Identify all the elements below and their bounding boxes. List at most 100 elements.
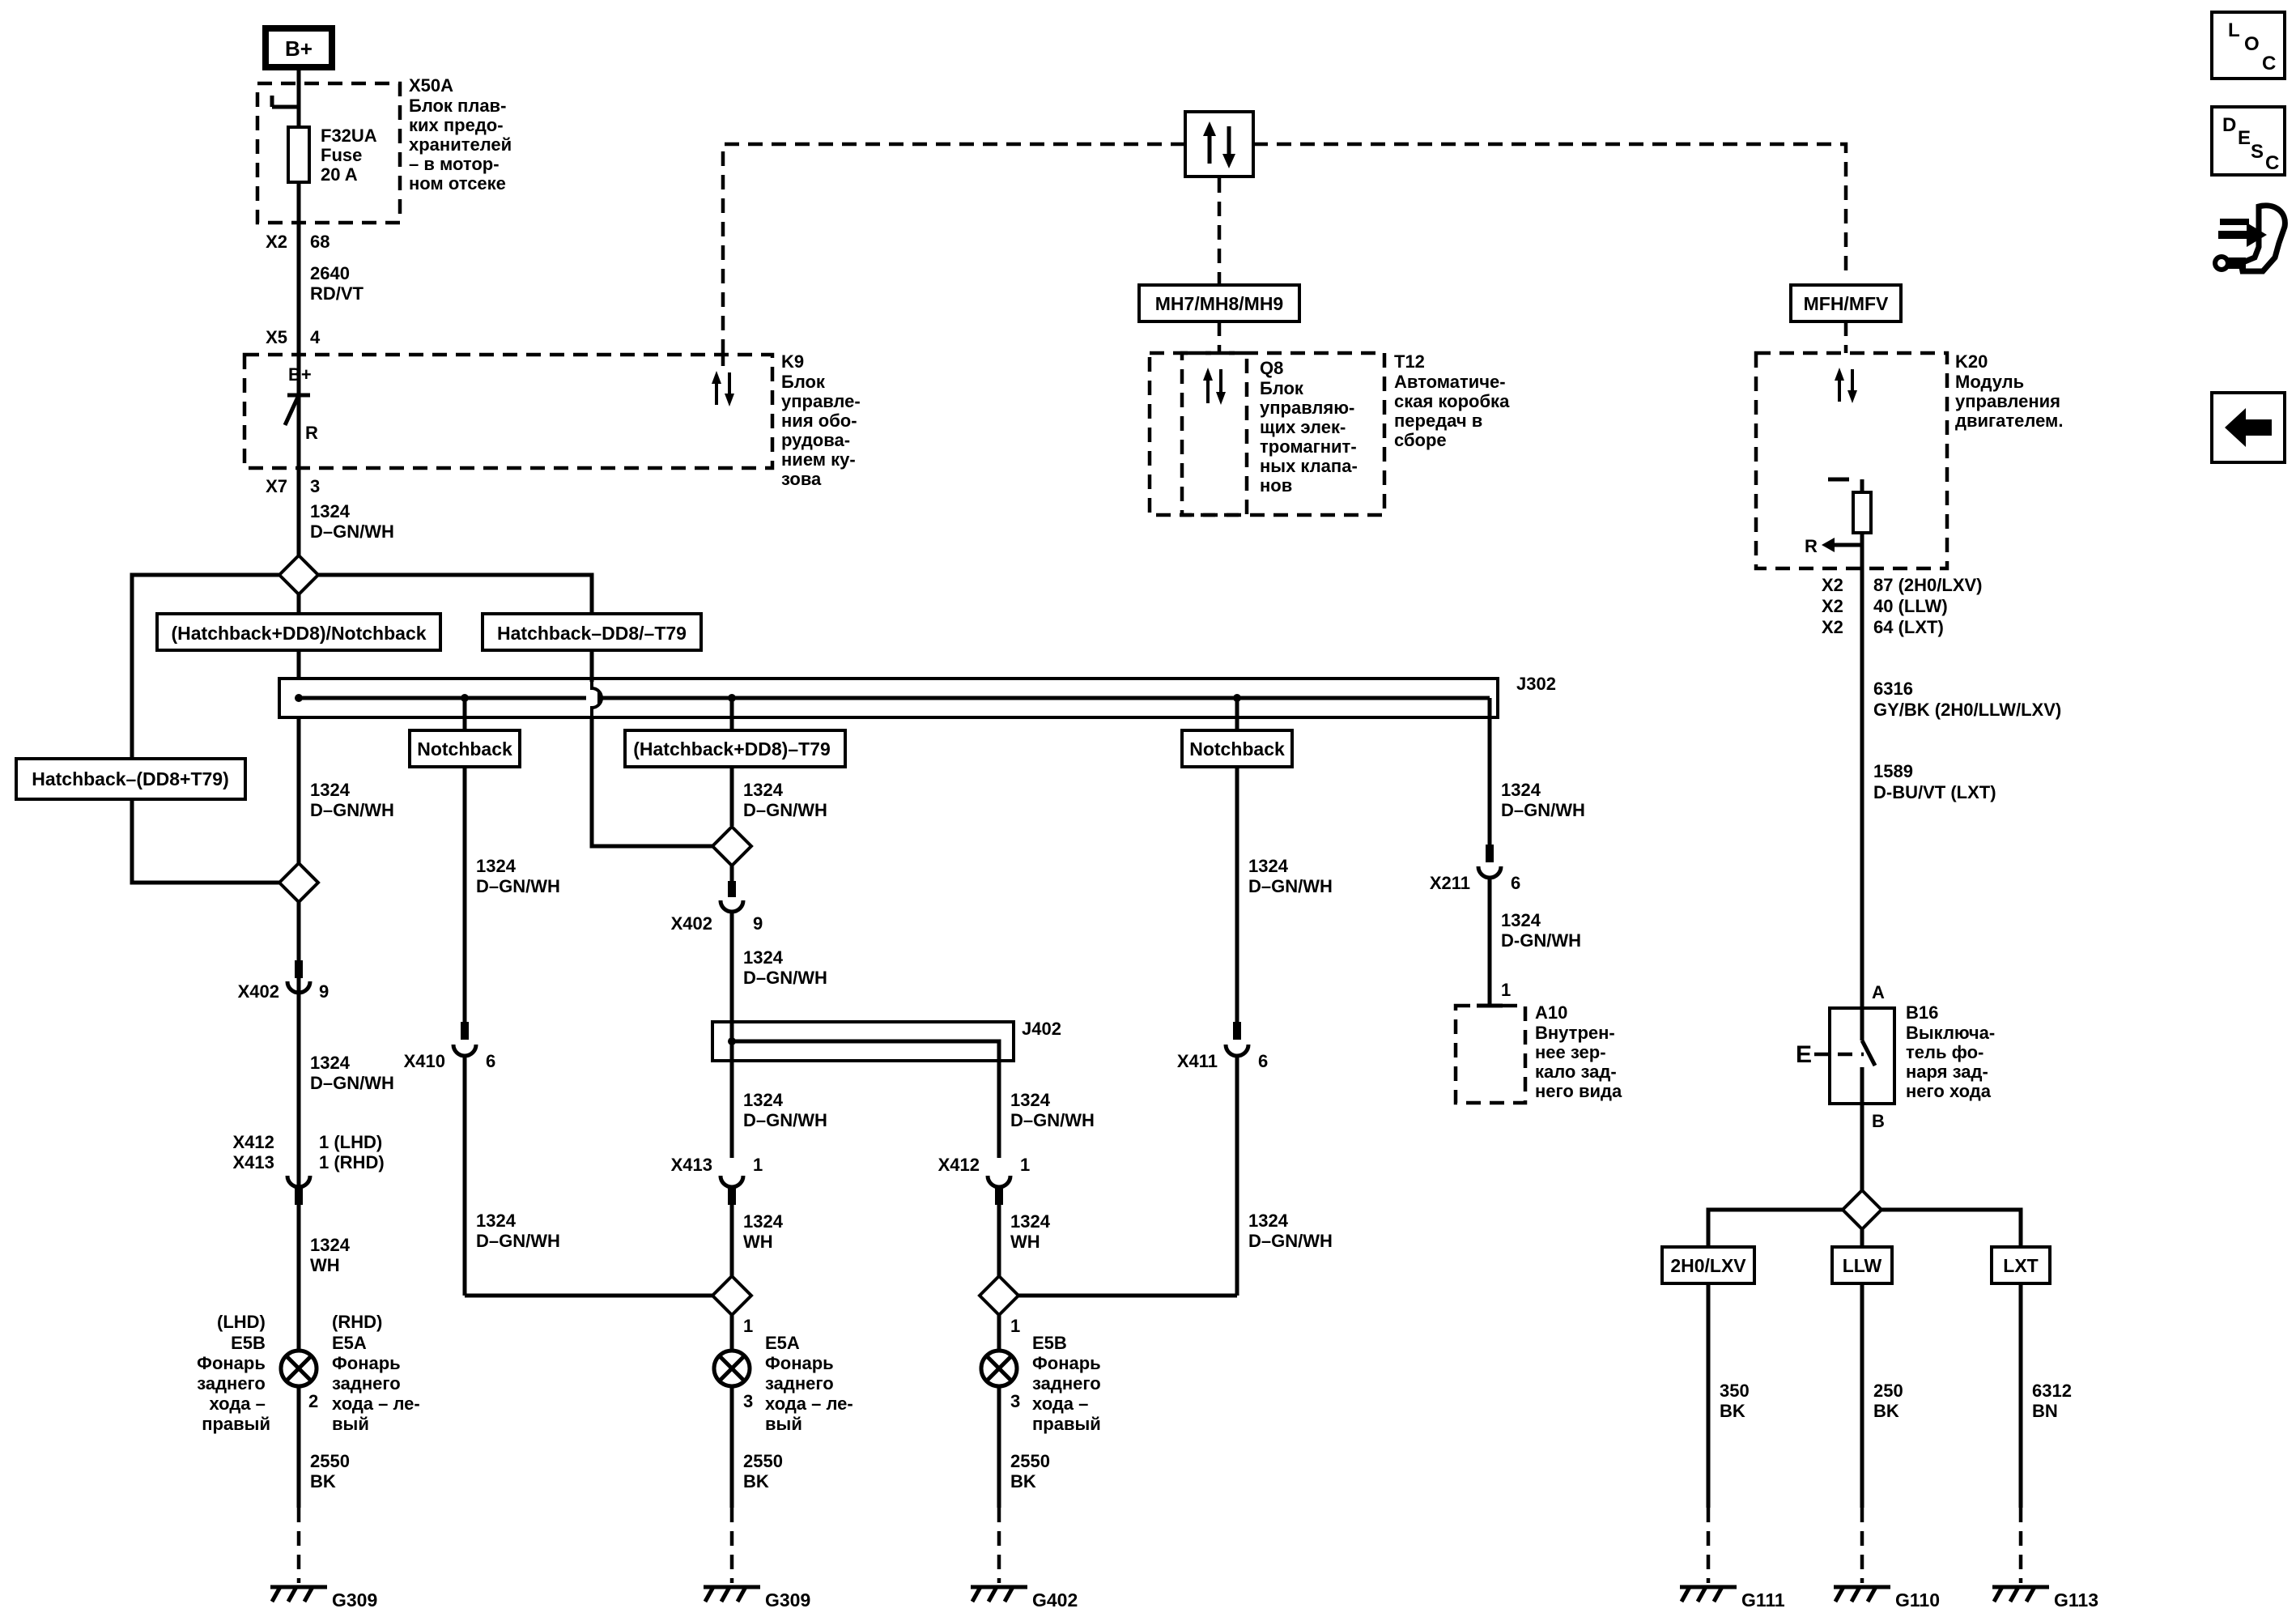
lamp-col3-pin3: 3	[743, 1391, 753, 1411]
ground-g309-left: G309	[270, 1585, 377, 1611]
module-q8	[1180, 351, 1249, 517]
wire-1324-col6-b: 1324 D-GN/WH	[1501, 910, 1581, 951]
conn-x402-right	[718, 900, 746, 914]
module-k20	[1754, 351, 1949, 571]
conn-x411-pin: 6	[1258, 1051, 1268, 1071]
wire-1324-col3-d: 1324 WH	[743, 1211, 788, 1252]
conn-x211-pin: 6	[1511, 873, 1520, 893]
wrench-connector-icon[interactable]	[2213, 202, 2288, 274]
conn-x412-pin: 1	[1020, 1155, 1030, 1175]
lamp-col1-icon	[278, 1348, 319, 1389]
svg-text:C: C	[2265, 152, 2279, 174]
a10-desc: A10 Внутрен- нее зер- кало зад- него вид…	[1535, 1002, 1622, 1101]
lamp-col3-desc: E5A Фонарь заднего хода – ле- вый	[765, 1333, 858, 1434]
k9-data-arrows-icon	[712, 371, 734, 406]
module-k9	[242, 352, 775, 470]
conn-x412	[985, 1175, 1013, 1189]
option-hb-dd8-t79	[623, 729, 847, 768]
svg-text:G309: G309	[332, 1589, 377, 1611]
lamp-col3-icon	[712, 1348, 752, 1389]
module-a10	[1453, 1003, 1528, 1105]
wire-2550-col4: 2550 BK	[1010, 1451, 1055, 1491]
conn-x7: X7	[266, 476, 287, 496]
conn-x2-pin: 68	[310, 232, 330, 252]
k20-resistor	[1852, 491, 1873, 534]
k20-r-arrow-icon	[1822, 538, 1835, 552]
fuse-block-x50a	[255, 81, 402, 225]
conn-x411-label: X411	[1177, 1051, 1218, 1071]
k20-r: R	[1805, 536, 1818, 556]
wire-1324-col4-b: 1324 WH	[1010, 1211, 1055, 1252]
lamp-col4-pin3: 3	[1010, 1391, 1020, 1411]
splice-col3-bottom	[710, 1274, 754, 1317]
conn-x7-pin: 3	[310, 476, 320, 496]
conn-x402-left-label: X402	[238, 981, 279, 1002]
power-source: B+	[262, 25, 335, 70]
conn-x411	[1223, 1044, 1251, 1058]
data-bus-arrows-icon	[1203, 121, 1235, 168]
option-mf	[1789, 283, 1903, 323]
nav-desc-button[interactable]: D E S C	[2210, 105, 2286, 177]
option-hb-dd8t79	[15, 757, 247, 801]
option-notchback-right-label: Notchback	[1189, 738, 1285, 760]
conn-x402-left	[285, 981, 313, 995]
nav-loc-button[interactable]: L O C	[2210, 11, 2286, 80]
svg-text:C: C	[2262, 53, 2276, 74]
ground-g110: G110	[1833, 1585, 1940, 1611]
k20-connector-pins: X2 87 (2H0/LXV) X2 40 (LLW) X2 64 (LXT)	[1822, 575, 1988, 637]
conn-x412-label: X412	[938, 1155, 980, 1175]
left-arrow-icon	[2225, 408, 2272, 447]
ground-g309-right: G309	[703, 1585, 810, 1611]
k9-desc: K9 Блок управле- ния обо- рудова- нием к…	[781, 351, 865, 489]
lamp-col1-pin: 2	[308, 1391, 318, 1411]
wire-6316-label: 6316 GY/BK (2H0/LLW/LXV)	[1873, 679, 2061, 720]
wire-1324-col1-a: 1324 D–GN/WH	[310, 780, 394, 820]
b16-pin-b: B	[1872, 1111, 1885, 1131]
conn-x410-label: X410	[404, 1051, 445, 1071]
svg-text:L: L	[2228, 19, 2240, 41]
svg-text:G111: G111	[1741, 1589, 1785, 1611]
splice-b16	[1840, 1188, 1884, 1232]
option-hb-t79	[481, 612, 703, 652]
wire-1324-col5-b: 1324 D–GN/WH	[1248, 1211, 1333, 1251]
wire-1324-k9-out: 1324 D–GN/WH	[310, 501, 394, 542]
option-hb-nb	[155, 612, 442, 652]
svg-text:S: S	[2251, 141, 2264, 163]
wire-2550-col1: 2550 BK	[310, 1451, 355, 1491]
lamp-col4-icon	[979, 1348, 1019, 1389]
splice-col3	[710, 824, 754, 868]
conn-x413	[718, 1175, 746, 1189]
splice-j302-label: J302	[1516, 674, 1556, 694]
splice-col4-bottom	[977, 1274, 1021, 1317]
q8-data-arrows-icon	[1203, 368, 1226, 405]
svg-text:E: E	[2238, 127, 2251, 149]
conn-x413-label: X413	[671, 1155, 712, 1175]
conn-x5: X5	[266, 327, 287, 347]
wire-1324-col5-a: 1324 D–GN/WH	[1248, 856, 1333, 896]
svg-text:G113: G113	[2054, 1589, 2098, 1611]
conn-x402-right-pin: 9	[753, 913, 763, 934]
conn-x402-left-pin: 9	[319, 981, 329, 1002]
wire-6312: 6312 BN	[2032, 1381, 2077, 1421]
back-button[interactable]	[2210, 391, 2286, 464]
k9-r: R	[305, 423, 318, 443]
conn-x412-x413-label: X412 X413 1 (LHD) 1 (RHD)	[232, 1132, 387, 1172]
fuse-f32ua	[287, 126, 311, 184]
t12-desc: T12 Автоматиче- ская коробка передач в с…	[1394, 351, 1514, 450]
power-label: B+	[285, 36, 313, 61]
conn-x211	[1476, 866, 1503, 880]
lamp-col4-pin1: 1	[1010, 1316, 1020, 1336]
wire-1324-col1-c: 1324 WH	[310, 1235, 355, 1275]
k9-bplus: B+	[288, 364, 312, 385]
splice-top	[277, 553, 321, 597]
k20-desc: K20 Модуль управления двигателем.	[1955, 351, 2065, 431]
wire-250: 250 BK	[1873, 1381, 1908, 1421]
svg-text:G402: G402	[1032, 1589, 1078, 1611]
q8-desc: Q8 Блок управляю- щих элек- тромагнит- н…	[1260, 358, 1363, 496]
conn-x211-label: X211	[1430, 873, 1470, 893]
svg-text:G110: G110	[1895, 1589, 1940, 1611]
conn-x412-x413	[285, 1175, 313, 1189]
wire-1324-col1-b: 1324 D–GN/WH	[310, 1053, 394, 1093]
svg-text:G309: G309	[765, 1589, 810, 1611]
